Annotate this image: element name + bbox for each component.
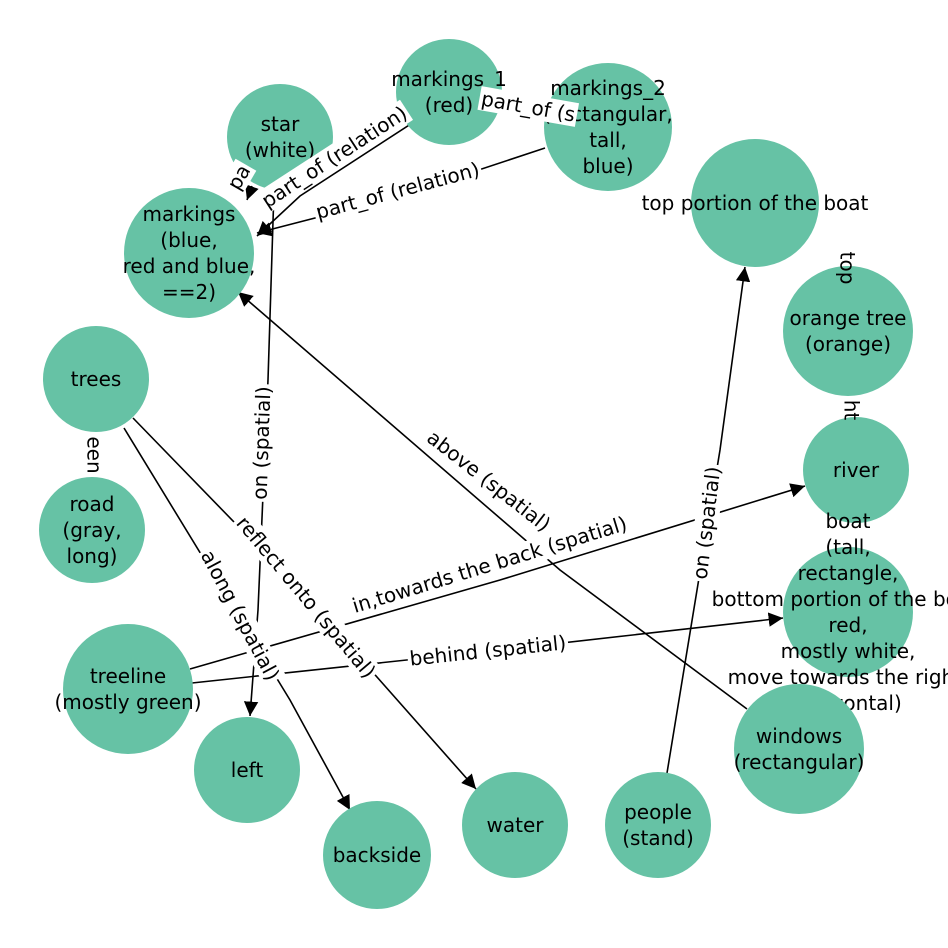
edge-label-text: on (spatial) (688, 465, 726, 581)
edge-label-text: in,towards the back (spatial) (349, 511, 629, 618)
node-circle (691, 139, 819, 267)
edge-label-orange_tree-to-boat: ht (840, 400, 864, 421)
node-circle (605, 772, 711, 878)
edge-label-text: behind (spatial) (408, 630, 567, 670)
edge-label-background (230, 509, 383, 685)
node-circle (734, 684, 864, 814)
node-label: water (487, 813, 545, 837)
node-circle (783, 266, 913, 396)
edge-label-text: on (spatial) (248, 386, 276, 500)
node-trees: trees (43, 326, 149, 432)
edge-people-to-top_portion (666, 266, 751, 774)
edge-label-treeline-to-river: in,towards the back (spatial) (347, 510, 632, 619)
edge-label-background (311, 156, 485, 225)
node-circle (124, 188, 254, 318)
node-river: river (803, 417, 909, 523)
node-treeline: treeline(mostly green) (54, 624, 202, 754)
edge-label-top_portion-to-boat: top (836, 252, 860, 285)
edge-label-background (255, 99, 414, 214)
edge-label-text: top (836, 252, 860, 285)
edge-label-people-to-top_portion: on (spatial) (687, 463, 726, 583)
node-label: markings(blue,red and blue,==2) (123, 202, 256, 304)
node-water: water (462, 772, 568, 878)
node-circle (63, 624, 193, 754)
node-windows: windows(rectangular) (734, 684, 865, 814)
node-label: windows(rectangular) (734, 724, 865, 774)
nodes-layer: markings_1(red) markings_2(rectangular,ta… (39, 39, 948, 909)
node-label: treeline(mostly green) (54, 664, 201, 714)
node-circle (39, 477, 145, 583)
node-markings: markings(blue,red and blue,==2) (123, 188, 256, 318)
edge-label-background (477, 86, 580, 127)
edge-label-text: ht (840, 400, 864, 421)
node-markings_1: markings_1(red) (391, 39, 507, 145)
edge-label-windows-to-markings: above (spatial) (420, 423, 557, 538)
edge-label-background (247, 383, 276, 503)
node-label: river (833, 458, 880, 482)
edge-label-background (347, 510, 632, 619)
edge-label-background (687, 463, 726, 583)
node-label: backside (333, 843, 422, 867)
node-circle (803, 417, 909, 523)
edge-star-to-markings (245, 184, 259, 201)
node-road: road(gray,long) (39, 477, 145, 583)
node-label: orange tree(orange) (790, 306, 907, 356)
edge-trees-to-backside (123, 427, 351, 811)
node-label: markings_2(rectangular,tall,blue) (543, 76, 672, 178)
node-orange_tree: orange tree(orange) (783, 266, 913, 396)
node-markings_2: markings_2(rectangular,tall,blue) (543, 63, 673, 191)
edge-label-trees-to-road: een (83, 436, 107, 473)
node-boat: boat(tall,rectangle,bottom portion of th… (712, 509, 948, 715)
edge-label-background (420, 423, 557, 538)
edge-label-star-to-left: on (spatial) (247, 383, 276, 503)
node-circle (462, 772, 568, 878)
node-circle (396, 39, 502, 145)
edge-label-background (221, 158, 257, 196)
edge-label-background (406, 630, 570, 671)
edge-label-text: een (83, 436, 107, 473)
node-circle (544, 63, 672, 191)
node-backside: backside (323, 801, 431, 909)
node-label: top portion of the boat (642, 191, 869, 215)
node-circle (323, 801, 431, 909)
node-label: trees (71, 367, 122, 391)
node-people: people(stand) (605, 772, 711, 878)
node-circle (194, 717, 300, 823)
node-label: road(gray,long) (62, 492, 121, 568)
node-circle (783, 547, 913, 677)
edge-label-background (194, 544, 286, 687)
node-label: people(stand) (622, 800, 694, 850)
node-circle (43, 326, 149, 432)
node-label: left (231, 758, 264, 782)
node-left: left (194, 717, 300, 823)
node-label: star(white) (245, 112, 315, 162)
node-label: markings_1(red) (391, 67, 507, 117)
edge-label-treeline-to-boat: behind (spatial) (406, 630, 570, 671)
edge-label-text: above (spatial) (422, 425, 555, 536)
node-top_portion: top portion of the boat (642, 139, 869, 267)
